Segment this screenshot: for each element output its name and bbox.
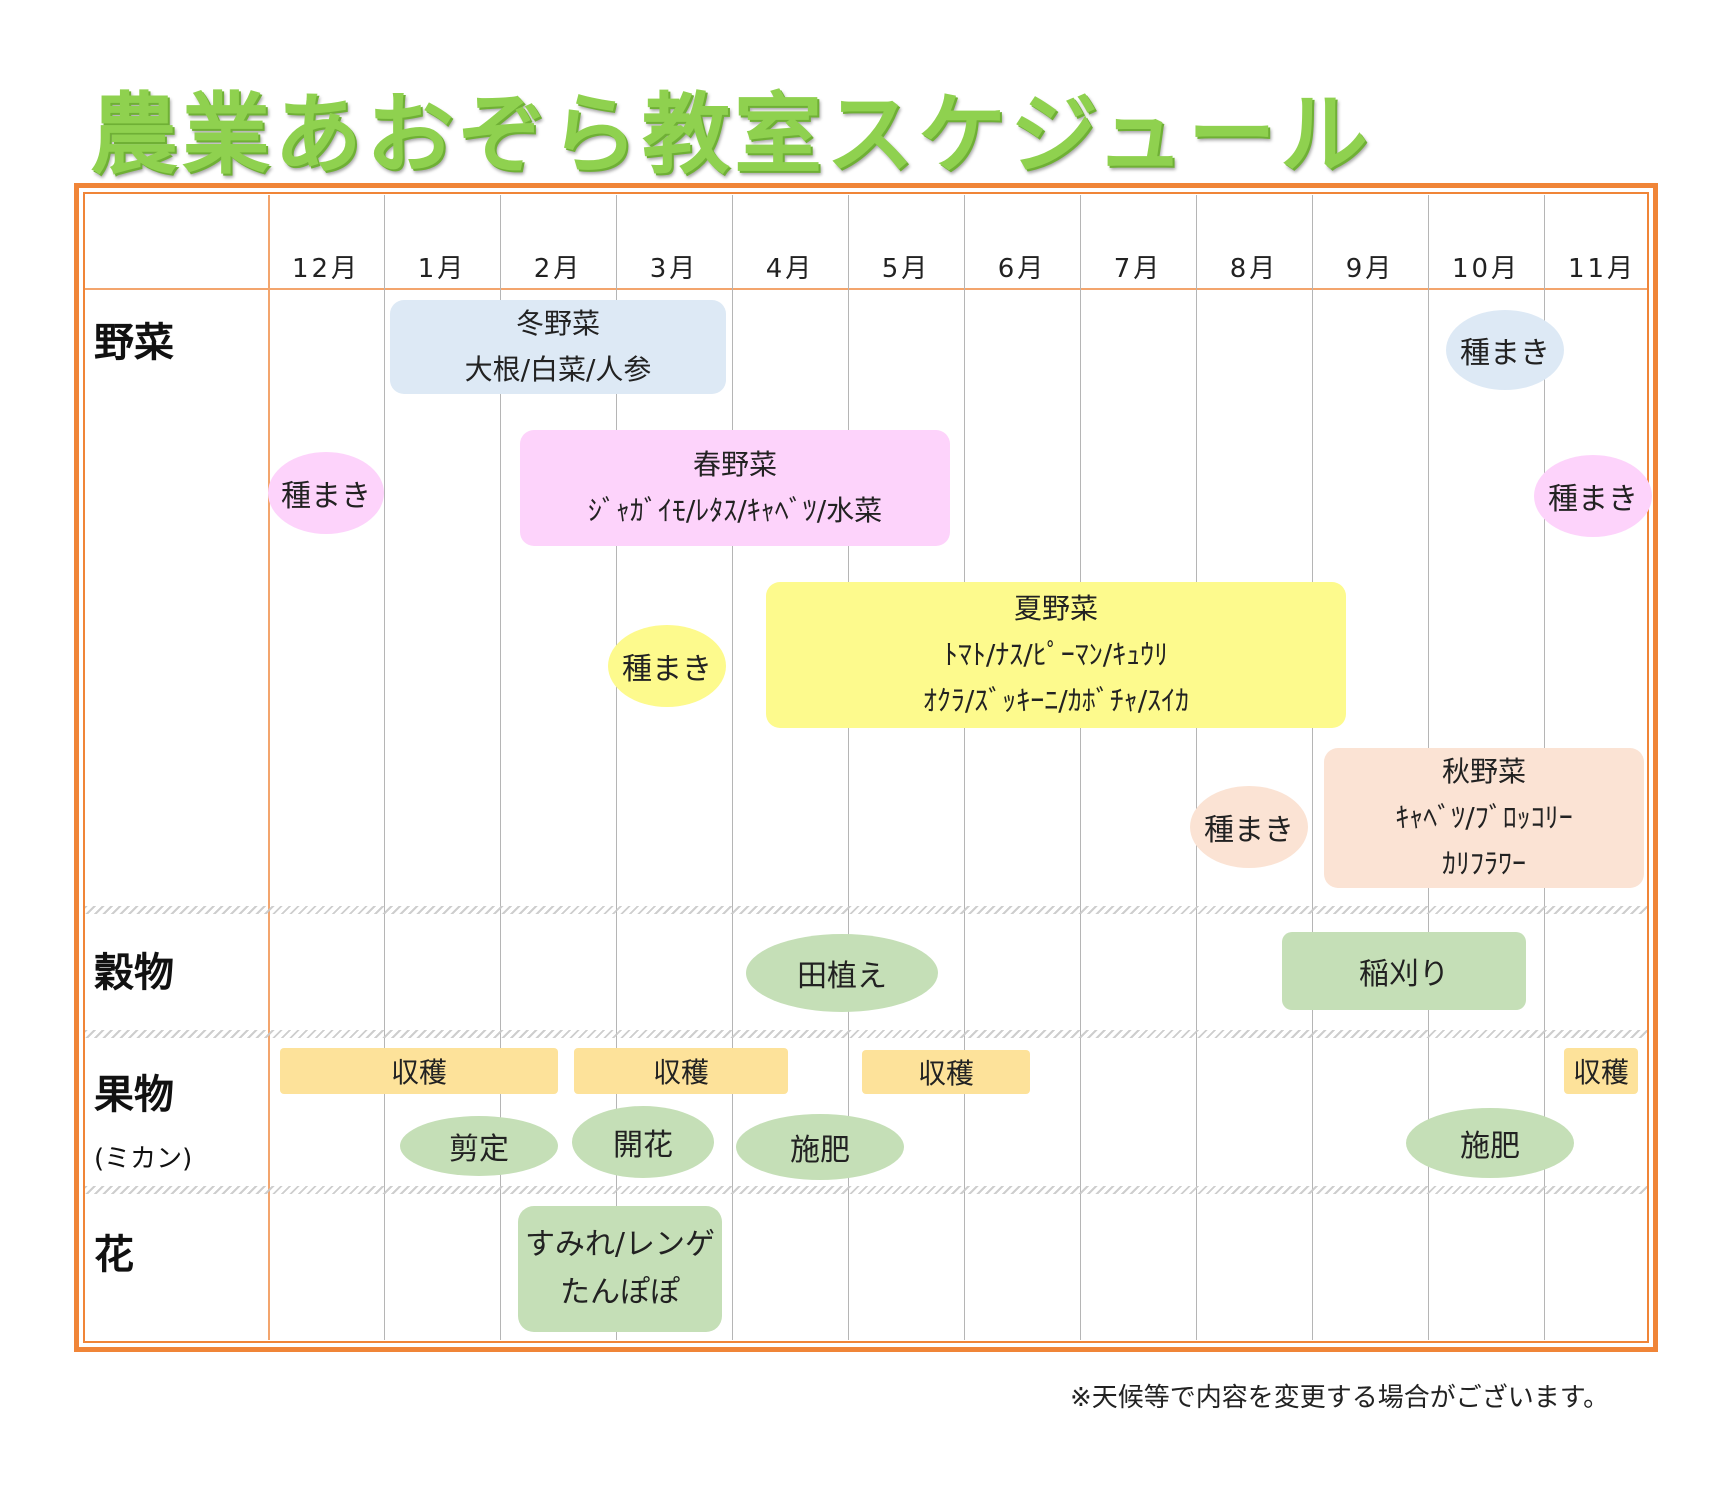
grid-line <box>1196 195 1197 1340</box>
grid-line <box>848 195 849 1340</box>
category-fruits-subtitle: (ミカン) <box>94 1144 193 1174</box>
autumn-vegetables-items-2: ｶﾘﾌﾗﾜｰ <box>1441 847 1526 880</box>
sowing-oval-spring-nov: 種まき <box>1534 455 1652 537</box>
pruning-oval: 剪定 <box>400 1116 558 1176</box>
summer-vegetables-block: 夏野菜 ﾄﾏﾄ/ﾅｽ/ﾋﾟｰﾏﾝ/ｷｭｳﾘ ｵｸﾗ/ｽﾞｯｷｰﾆ/ｶﾎﾞﾁｬ/ｽ… <box>766 582 1346 728</box>
winter-vegetables-block: 冬野菜 大根/白菜/人参 <box>390 300 726 394</box>
fertilize-oval-autumn: 施肥 <box>1406 1108 1574 1178</box>
month-header-sep: 9月 <box>1345 254 1395 284</box>
flowers-block: すみれ/レンゲ たんぽぽ <box>518 1206 722 1332</box>
autumn-vegetables-name: 秋野菜 <box>1441 755 1526 788</box>
row-separator <box>85 1186 1647 1194</box>
grid-line <box>1312 195 1313 1340</box>
fruit-harvest-bar-3: 収穫 <box>862 1050 1030 1094</box>
fruit-harvest-bar-4: 収穫 <box>1564 1048 1638 1094</box>
header-divider <box>85 288 1647 290</box>
grid-line <box>500 195 501 1340</box>
month-header-dec: 12月 <box>291 254 361 284</box>
rice-harvest-block: 稲刈り <box>1282 932 1526 1010</box>
grid-line <box>732 195 733 1340</box>
fruit-harvest-bar-2: 収穫 <box>574 1048 788 1094</box>
flowers-line-1: すみれ/レンゲ <box>524 1227 716 1262</box>
sowing-oval-summer: 種まき <box>608 625 726 707</box>
page-title: 農業あおぞら教室スケジュール <box>90 83 1372 186</box>
month-header-jan: 1月 <box>417 254 467 284</box>
month-header-jul: 7月 <box>1113 254 1163 284</box>
sowing-oval-spring-dec: 種まき <box>268 452 384 534</box>
sowing-oval-winter: 種まき <box>1446 310 1564 390</box>
footnote: ※天候等で内容を変更する場合がございます。 <box>1070 1383 1610 1413</box>
summer-vegetables-name: 夏野菜 <box>1013 592 1098 625</box>
rice-planting-oval: 田植え <box>746 934 938 1012</box>
month-header-nov: 11月 <box>1567 254 1637 284</box>
month-header-apr: 4月 <box>765 254 815 284</box>
flowers-line-2: たんぽぽ <box>560 1275 680 1310</box>
row-separator <box>85 1030 1647 1038</box>
spring-vegetables-items: ｼﾞｬｶﾞｲﾓ/ﾚﾀｽ/ｷｬﾍﾞﾂ/水菜 <box>587 494 883 527</box>
category-flowers: 花 <box>94 1232 134 1278</box>
fertilize-oval-spring: 施肥 <box>736 1114 904 1180</box>
sowing-oval-autumn: 種まき <box>1190 786 1308 868</box>
winter-vegetables-name: 冬野菜 <box>515 307 600 340</box>
grid-line <box>964 195 965 1340</box>
schedule-inner-frame <box>83 192 1649 1343</box>
month-header-may: 5月 <box>881 254 931 284</box>
category-column-divider <box>268 195 270 1340</box>
summer-vegetables-items-2: ｵｸﾗ/ｽﾞｯｷｰﾆ/ｶﾎﾞﾁｬ/ｽｲｶ <box>922 684 1190 717</box>
category-fruits: 果物 <box>94 1072 174 1118</box>
winter-vegetables-items: 大根/白菜/人参 <box>464 353 652 386</box>
month-header-feb: 2月 <box>533 254 583 284</box>
category-grains: 穀物 <box>94 950 174 996</box>
row-separator <box>85 906 1647 914</box>
category-vegetables: 野菜 <box>94 320 174 366</box>
grid-line <box>1080 195 1081 1340</box>
fruit-harvest-bar-1: 収穫 <box>280 1048 558 1094</box>
spring-vegetables-block: 春野菜 ｼﾞｬｶﾞｲﾓ/ﾚﾀｽ/ｷｬﾍﾞﾂ/水菜 <box>520 430 950 546</box>
month-header-mar: 3月 <box>649 254 699 284</box>
autumn-vegetables-block: 秋野菜 ｷｬﾍﾞﾂ/ﾌﾞﾛｯｺﾘｰ ｶﾘﾌﾗﾜｰ <box>1324 748 1644 888</box>
month-header-jun: 6月 <box>997 254 1047 284</box>
autumn-vegetables-items-1: ｷｬﾍﾞﾂ/ﾌﾞﾛｯｺﾘｰ <box>1395 801 1573 834</box>
month-header-oct: 10月 <box>1451 254 1521 284</box>
spring-vegetables-name: 春野菜 <box>692 448 777 481</box>
blooming-oval: 開花 <box>572 1106 714 1178</box>
grid-line <box>384 195 385 1340</box>
grid-line <box>616 195 617 1340</box>
summer-vegetables-items-1: ﾄﾏﾄ/ﾅｽ/ﾋﾟｰﾏﾝ/ｷｭｳﾘ <box>943 638 1169 671</box>
month-header-aug: 8月 <box>1229 254 1279 284</box>
